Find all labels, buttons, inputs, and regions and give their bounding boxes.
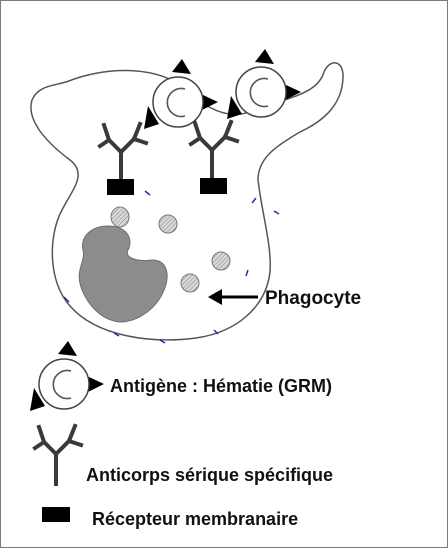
receptor-left <box>107 179 134 195</box>
legend-receptor-icon <box>42 507 70 522</box>
legend-antibody-label: Anticorps sérique spécifique <box>86 465 333 485</box>
phagocyte-arrow <box>208 289 258 305</box>
legend-receptor-label: Récepteur membranaire <box>92 509 298 529</box>
antibody-left <box>100 124 146 182</box>
rbc-left <box>144 59 218 129</box>
legend-rbc-icon <box>30 341 104 411</box>
receptor-right <box>200 178 227 194</box>
legend-antibody-icon <box>35 426 81 484</box>
antibody-right <box>191 122 237 180</box>
legend-antigen-label: Antigène : Hématie (GRM) <box>110 376 332 396</box>
phagocyte-nucleus <box>79 226 167 322</box>
phagocyte-label: Phagocyte <box>265 288 361 309</box>
rbc-right <box>227 49 301 119</box>
legend: Antigène : Hématie (GRM) Anticorps sériq… <box>30 341 333 529</box>
